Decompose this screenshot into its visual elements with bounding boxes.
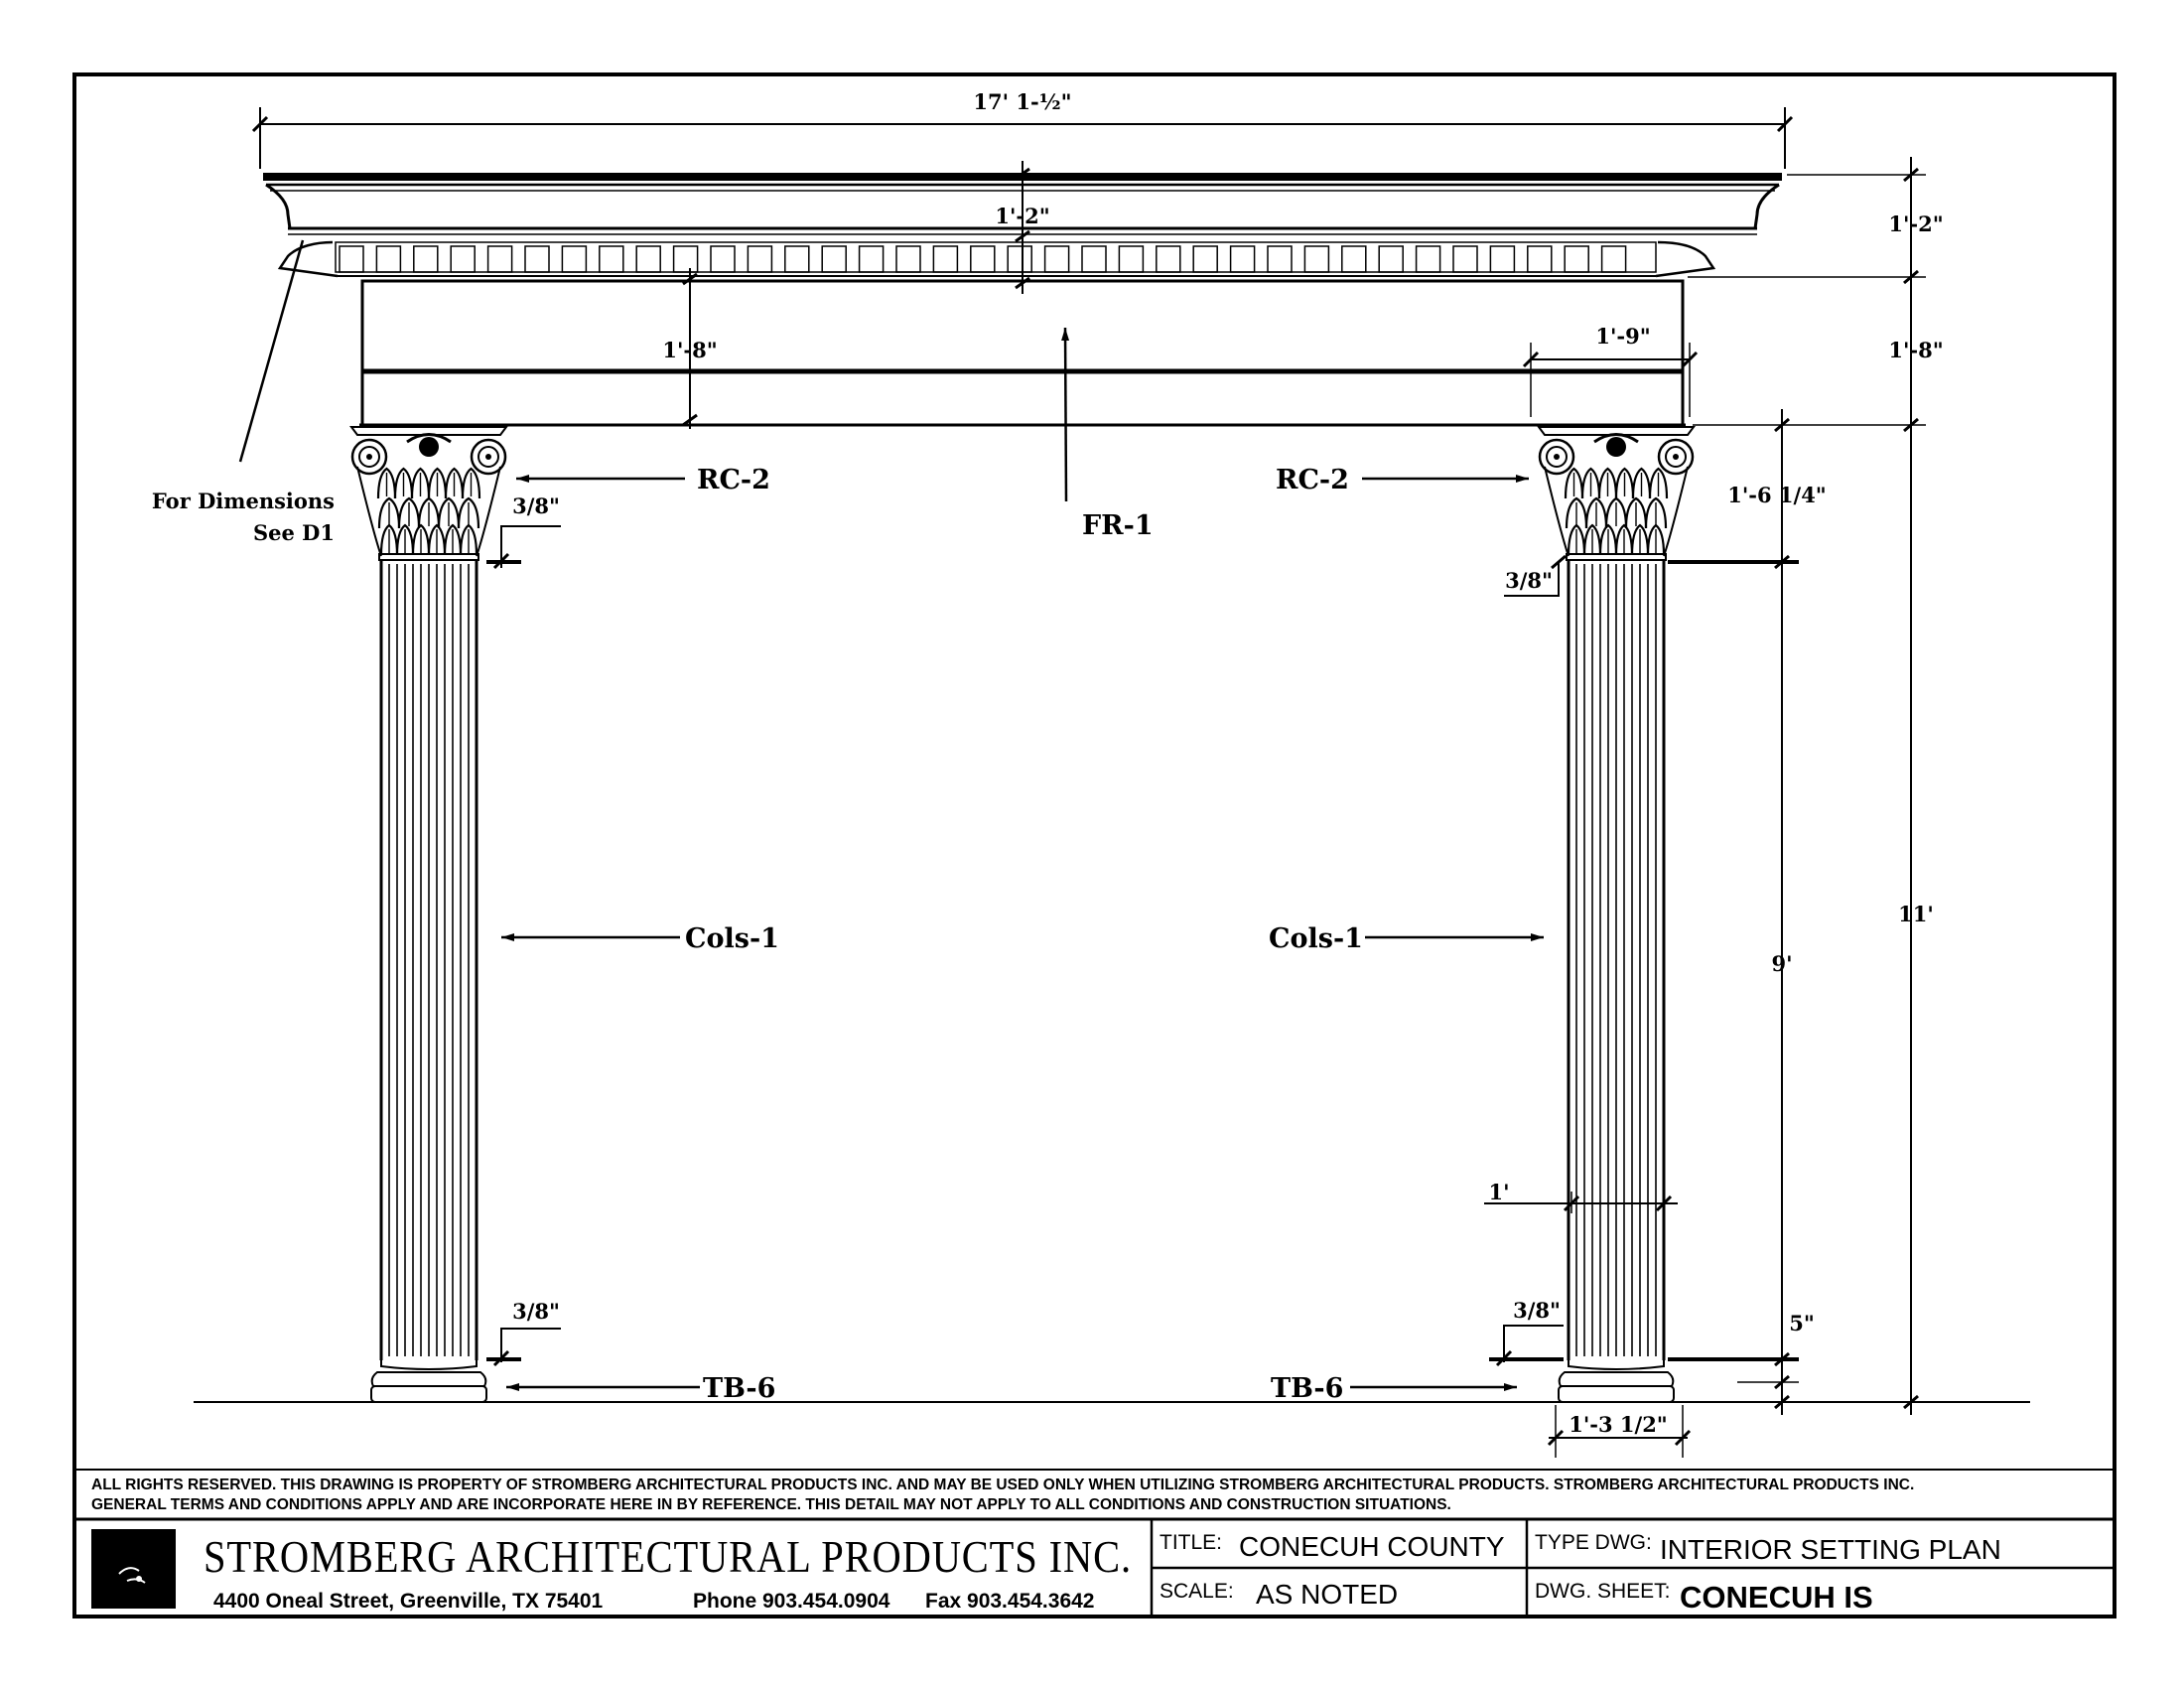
gap-dim-bottom-left: 3/8"	[512, 1299, 560, 1324]
frieze-height-dim-left: 1'-8"	[662, 338, 717, 362]
total-height-dim: 11'	[1898, 902, 1934, 926]
dimension-lines	[238, 107, 1926, 1458]
label-tb-left: TB-6	[703, 1373, 775, 1404]
legal-line-2: GENERAL TERMS AND CONDITIONS APPLY AND A…	[91, 1496, 1451, 1513]
gap-dim-top-left: 3/8"	[512, 493, 560, 518]
overall-width-dim: 17' 1-½"	[973, 89, 1071, 114]
gap-dim-bottom-right: 3/8"	[1513, 1298, 1561, 1323]
dwg-sheet-label: DWG. SHEET:	[1535, 1580, 1671, 1603]
company-fax: Fax 903.454.3642	[925, 1590, 1094, 1613]
title-value: CONECUH COUNTY	[1239, 1531, 1505, 1562]
capital-width-dim: 1'-9"	[1595, 324, 1650, 349]
type-dwg-label: TYPE DWG:	[1535, 1531, 1652, 1554]
frieze	[359, 279, 1686, 427]
shaft-height-dim: 9'	[1771, 951, 1792, 976]
callout-arrows	[501, 327, 1544, 1391]
bird-icon	[118, 1567, 146, 1584]
capital-height-dim: 1'-6 1/4"	[1727, 483, 1827, 507]
company-address: 4400 Oneal Street, Greenville, TX 75401	[213, 1590, 604, 1613]
company-name: STROMBERG ARCHITECTURAL PRODUCTS INC.	[204, 1531, 1132, 1582]
title-label: TITLE:	[1160, 1531, 1222, 1554]
company-phone: Phone 903.454.0904	[693, 1590, 890, 1613]
sheet-border	[72, 72, 2116, 1618]
label-frieze: FR-1	[1082, 510, 1154, 541]
frieze-height-dim-right: 1'-8"	[1888, 338, 1943, 362]
type-dwg-value: INTERIOR SETTING PLAN	[1660, 1534, 2001, 1565]
column-left	[349, 426, 508, 1403]
dimension-note-line2: See D1	[253, 520, 335, 545]
base-width-dim: 1'-3 1/2"	[1569, 1412, 1668, 1437]
legal-line-1: ALL RIGHTS RESERVED. THIS DRAWING IS PRO…	[91, 1477, 1914, 1493]
dwg-sheet-value: CONECUH IS	[1680, 1580, 1873, 1615]
column-right	[1537, 426, 1696, 1403]
shaft-diameter-dim: 1'	[1488, 1180, 1509, 1204]
title-block: STROMBERG ARCHITECTURAL PRODUCTS INC. 44…	[74, 1517, 2115, 1617]
label-tb-right: TB-6	[1271, 1373, 1343, 1404]
label-rc-left: RC-2	[697, 465, 770, 495]
dentils	[339, 245, 1627, 273]
scale-label: SCALE:	[1160, 1580, 1234, 1603]
gap-dim-top-right: 3/8"	[1505, 568, 1553, 593]
label-rc-right: RC-2	[1276, 465, 1349, 495]
dimension-note-line1: For Dimensions	[152, 489, 335, 513]
cornice-inner-dim: 1'-2"	[995, 204, 1049, 228]
base-height-dim: 5"	[1789, 1311, 1815, 1336]
label-cols-right: Cols-1	[1269, 923, 1363, 954]
scale-value: AS NOTED	[1256, 1579, 1398, 1610]
cornice-height-dim: 1'-2"	[1888, 211, 1943, 236]
label-cols-left: Cols-1	[685, 923, 779, 954]
